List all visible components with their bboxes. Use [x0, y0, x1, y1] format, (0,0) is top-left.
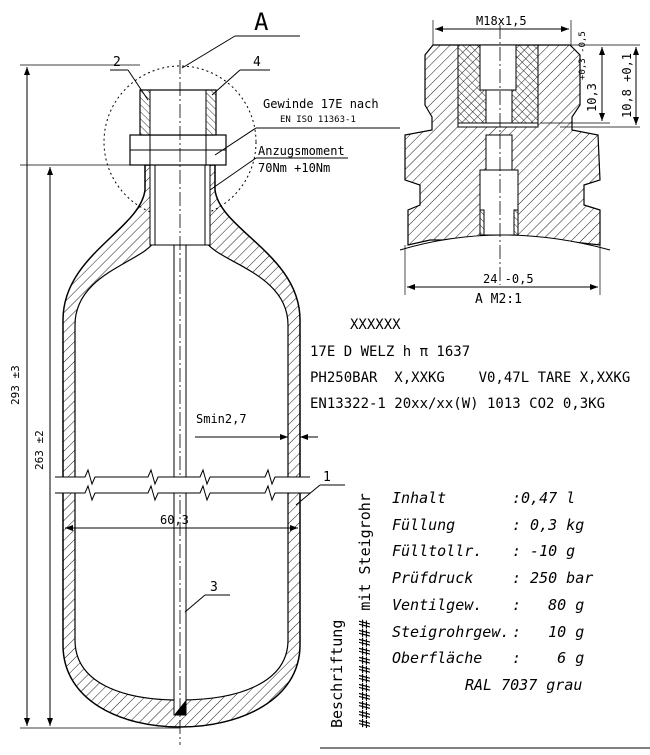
- spec-value: : -10 g: [512, 542, 575, 560]
- marking-line: 17E D WELZ h π 1637: [310, 344, 470, 360]
- part-number-3: 3: [210, 580, 218, 595]
- depth1-tol: +0,3 -0,5: [578, 31, 588, 80]
- thread-note-line2: EN ISO 11363-1: [280, 115, 356, 125]
- part-number-4: 4: [253, 55, 261, 70]
- thread-note: Gewinde 17E nach EN ISO 11363-1: [214, 97, 400, 156]
- part-number-1: 1: [323, 470, 331, 485]
- width-dim: 24 -0,5: [483, 272, 534, 286]
- part-callouts: 2 4 1 3: [110, 55, 345, 613]
- detail-label: A M2:1: [475, 292, 522, 307]
- torque-note-line1: Anzugsmoment: [258, 144, 345, 158]
- spec-name: Füllung: [392, 516, 455, 534]
- view-a-callout: A: [103, 8, 300, 219]
- bottle-dimensions: 293 ±3 263 ±2 60,3 Smin2,7: [9, 64, 318, 729]
- spec-name: Oberfläche: [392, 649, 482, 667]
- color-note: RAL 7037 grau: [465, 676, 582, 694]
- bottle-section: [55, 60, 310, 745]
- spec-value: : 6 g: [512, 649, 584, 667]
- depth2-dim: 10,8 +0,1: [620, 53, 634, 118]
- spec-name: Fülltollr.: [392, 542, 482, 560]
- wall-thickness-dim: Smin2,7: [196, 412, 247, 426]
- spec-name: Ventilgew.: [392, 596, 482, 614]
- part-number-2: 2: [113, 55, 121, 70]
- body-height-dim: 263 ±2: [33, 430, 46, 470]
- thread-dim: M18x1,5: [476, 14, 527, 28]
- spec-value: : 0,3 kg: [512, 516, 584, 534]
- marking-label-vertical: Beschriftung: [328, 620, 346, 728]
- spec-value: : 250 bar: [512, 569, 593, 587]
- diameter-dim: 60,3: [160, 513, 189, 527]
- overall-height-dim: 293 ±3: [9, 365, 22, 405]
- spec-name: Prüfdruck: [392, 569, 473, 587]
- spec-name: Inhalt: [392, 489, 446, 507]
- spec-name: Steigrohrgew.: [392, 623, 509, 641]
- spec-value: : 80 g: [512, 596, 584, 614]
- thread-note-line1: Gewinde 17E nach: [263, 97, 379, 111]
- marking-line: PH250BAR X,XXKG V0,47L TARE X,XXKG: [310, 370, 630, 386]
- detail-a-view: M18x1,5 10,3 +0,3 -0,5 10,8 +0,1 24 -0,5…: [399, 14, 640, 307]
- torque-note-line2: 70Nm +10Nm: [258, 161, 330, 175]
- depth1-dim: 10,3: [585, 83, 599, 112]
- spec-value: : 10 g: [512, 623, 584, 641]
- torque-note: Anzugsmoment 70Nm +10Nm: [209, 144, 348, 191]
- marking-line: EN13322-1 20xx/xx(W) 1013 CO2 0,3KG: [310, 396, 605, 412]
- marking-block: XXXXXX 17E D WELZ h π 1637 PH250BAR X,XX…: [310, 317, 630, 412]
- spec-table: Inhalt :0,47 l Füllung : 0,3 kg Fülltoll…: [392, 489, 593, 694]
- riser-label-vertical: ############ mit Steigrohr: [356, 493, 374, 728]
- view-label: A: [254, 8, 269, 36]
- spec-value: :0,47 l: [512, 489, 575, 507]
- marking-line: XXXXXX: [350, 317, 401, 333]
